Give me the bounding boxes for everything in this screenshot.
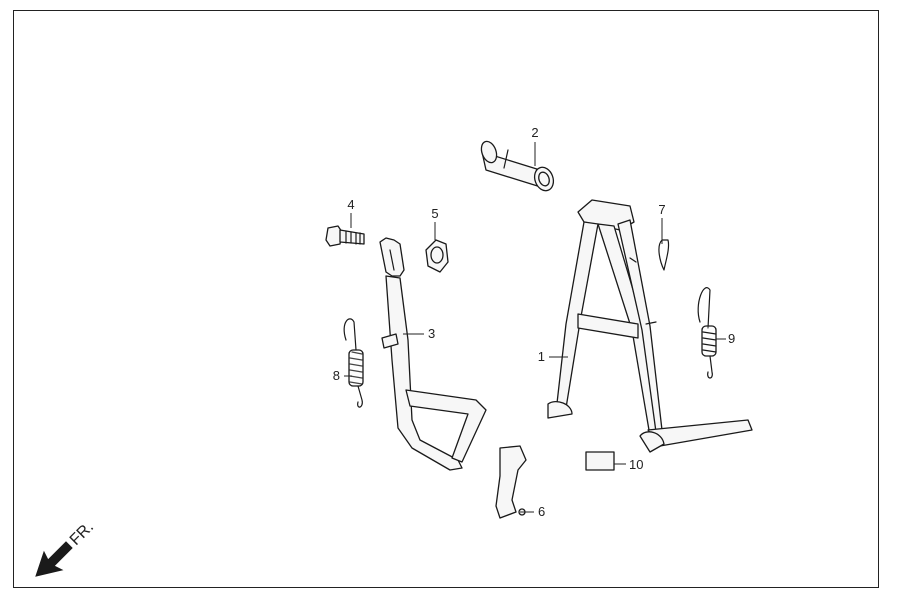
part-7-cotter-pin[interactable] (658, 239, 670, 271)
leader-lines (344, 142, 726, 513)
diagram-frame (13, 10, 879, 588)
part-10-label-plate[interactable] (585, 451, 615, 471)
part-3-side-stand[interactable] (379, 237, 487, 471)
callout-3: 3 (428, 326, 435, 341)
callout-5: 5 (431, 206, 438, 221)
part-6-bracket[interactable] (495, 445, 527, 519)
part-8-spring[interactable] (343, 318, 364, 408)
callout-8: 8 (333, 368, 340, 383)
part-4-bolt[interactable] (325, 225, 365, 247)
part-9-spring[interactable] (697, 287, 717, 379)
part-2-pin[interactable] (479, 139, 557, 193)
callout-2: 2 (531, 125, 538, 140)
callout-1: 1 (538, 349, 545, 364)
callout-10: 10 (629, 457, 643, 472)
callout-7: 7 (658, 202, 665, 217)
arrow-icon (35, 541, 73, 577)
part-1-main-stand[interactable] (547, 199, 753, 453)
callout-4: 4 (347, 197, 354, 212)
front-direction-arrow: FR. (35, 519, 97, 577)
callout-9: 9 (728, 331, 735, 346)
part-5-nut[interactable] (425, 239, 449, 273)
callout-6: 6 (538, 504, 545, 519)
front-label: FR. (67, 519, 97, 549)
